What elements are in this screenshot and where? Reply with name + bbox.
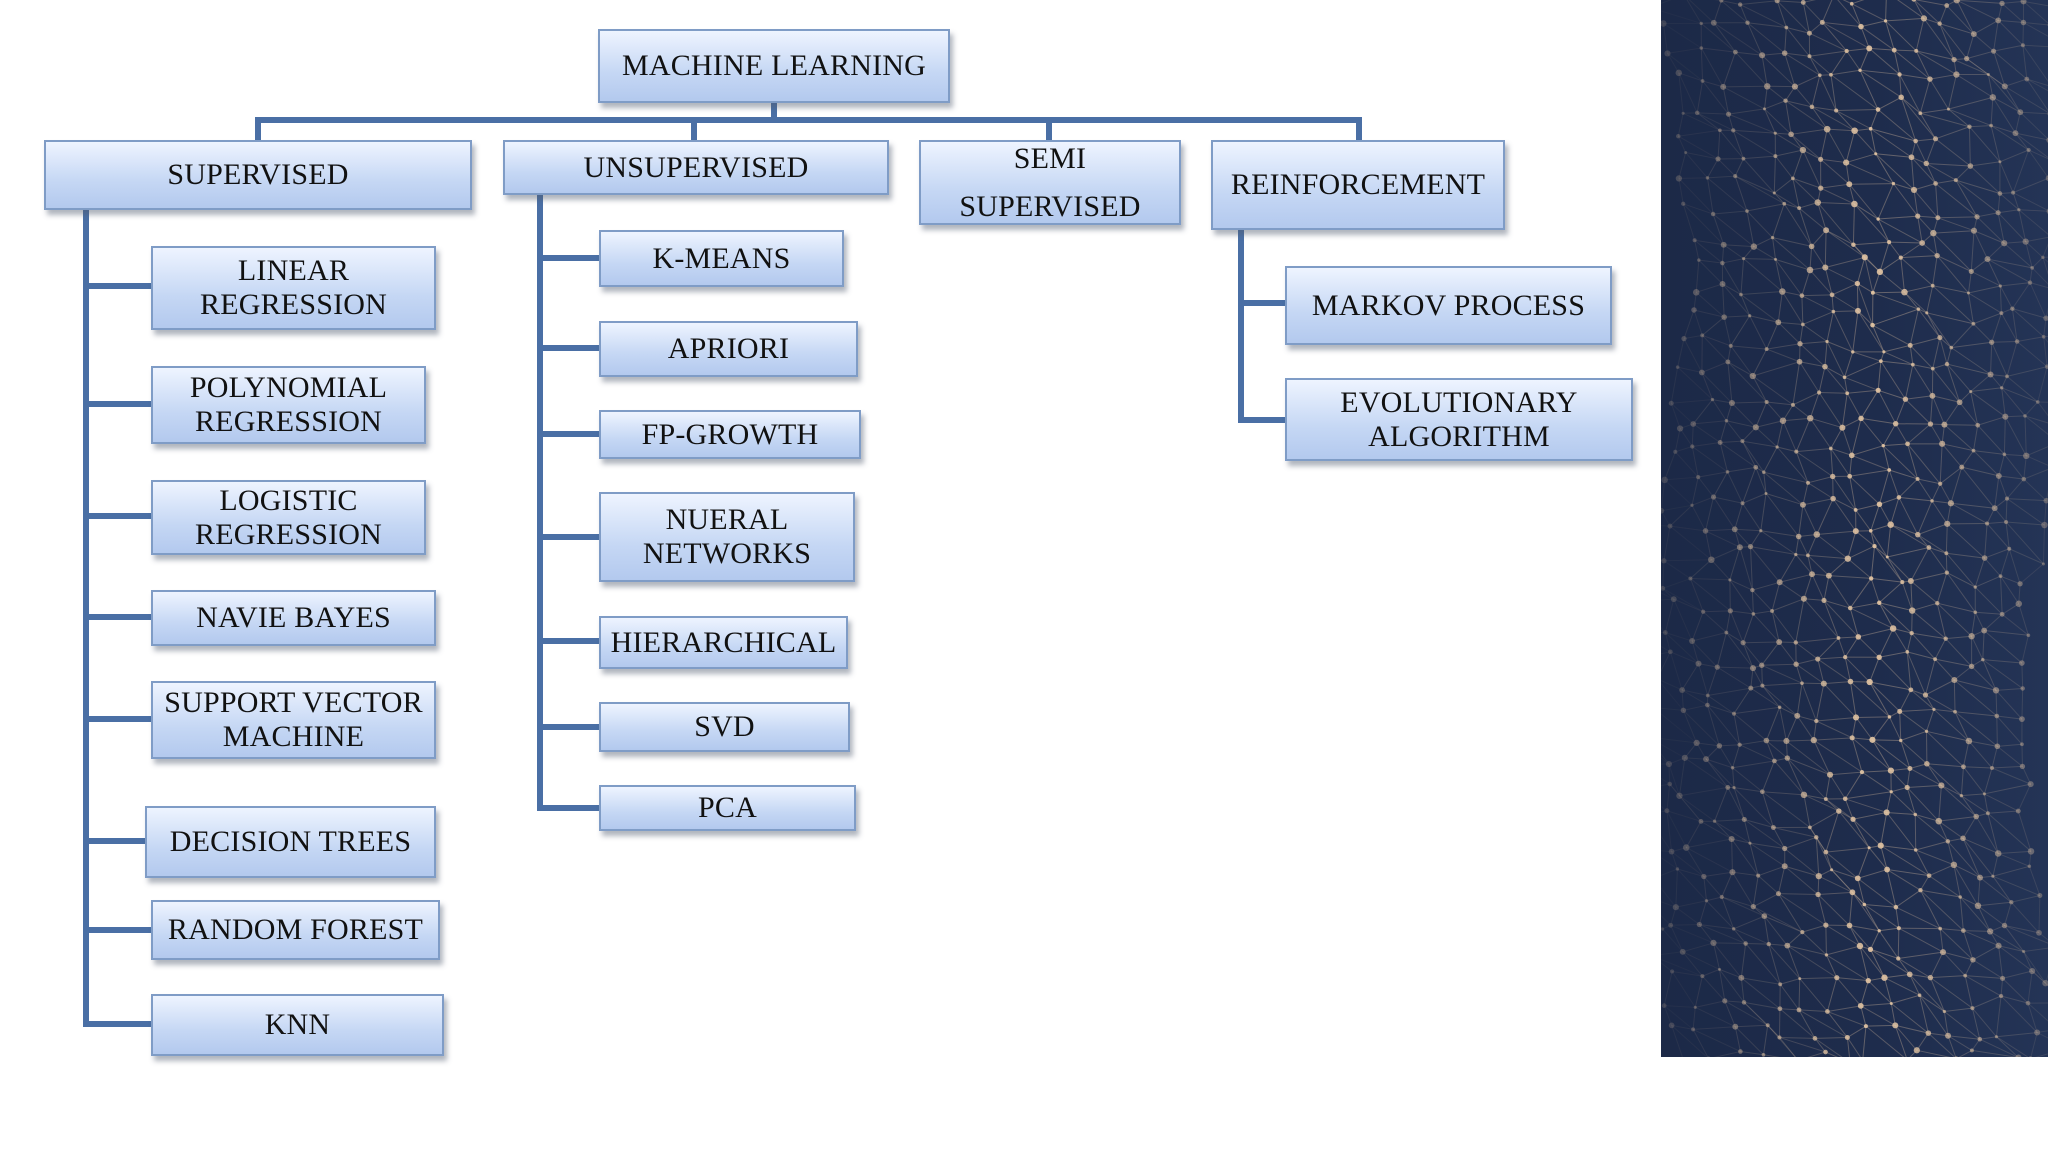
algorithm-node: DECISION TREES — [145, 806, 436, 878]
network-mesh-nodes — [1661, 0, 2048, 1057]
algorithm-label: SVD — [694, 710, 755, 744]
network-mesh-image — [1661, 0, 2048, 1057]
algorithm-node: LINEAR REGRESSION — [151, 246, 436, 330]
root-node: MACHINE LEARNING — [598, 29, 950, 103]
algorithm-label: KNN — [264, 1008, 331, 1042]
algorithm-label: EVOLUTIONARY ALGORITHM — [1340, 385, 1578, 453]
category-label: REINFORCEMENT — [1230, 168, 1486, 202]
algorithm-label: NAVIE BAYES — [196, 601, 391, 635]
algorithm-node: NUERAL NETWORKS — [599, 492, 855, 582]
algorithm-node: LOGISTIC REGRESSION — [151, 480, 426, 555]
algorithm-node: POLYNOMIAL REGRESSION — [151, 366, 426, 444]
category-reinforcement: REINFORCEMENT — [1211, 140, 1505, 230]
algorithm-label: DECISION TREES — [169, 825, 412, 859]
algorithm-label: NUERAL NETWORKS — [642, 503, 812, 570]
network-mesh-lines — [1661, 0, 2048, 1057]
algorithm-label: K-MEANS — [652, 241, 791, 275]
network-mesh-graphic — [1661, 0, 2048, 1057]
algorithm-label: LOGISTIC REGRESSION — [194, 483, 383, 551]
algorithm-label: SUPPORT VECTOR MACHINE — [164, 686, 423, 753]
connector-category-bus — [255, 117, 1362, 143]
algorithm-node: APRIORI — [599, 321, 858, 377]
algorithm-node: RANDOM FOREST — [151, 900, 440, 960]
category-unsupervised: UNSUPERVISED — [503, 140, 889, 195]
algorithm-node: HIERARCHICAL — [599, 616, 848, 669]
algorithm-label: HIERARCHICAL — [610, 625, 837, 659]
algorithm-node: SVD — [599, 702, 850, 752]
algorithm-label: APRIORI — [667, 332, 790, 366]
algorithm-label: RANDOM FOREST — [167, 913, 424, 947]
algorithm-label: PCA — [698, 791, 757, 825]
algorithm-node: PCA — [599, 785, 856, 831]
algorithm-node: KNN — [151, 994, 444, 1056]
algorithm-node: MARKOV PROCESS — [1285, 266, 1612, 345]
category-label: SUPERVISED — [167, 158, 349, 192]
algorithm-node: FP-GROWTH — [599, 410, 861, 459]
algorithm-label: POLYNOMIAL REGRESSION — [189, 371, 388, 438]
category-label: SEMI SUPERVISED — [959, 141, 1141, 223]
algorithm-label: LINEAR REGRESSION — [199, 254, 388, 321]
category-semi-supervised: SEMI SUPERVISED — [919, 140, 1181, 225]
category-supervised: SUPERVISED — [44, 140, 472, 210]
algorithm-label: FP-GROWTH — [641, 417, 819, 451]
algorithm-label: MARKOV PROCESS — [1311, 288, 1586, 322]
algorithm-node: K-MEANS — [599, 230, 844, 287]
algorithm-node: SUPPORT VECTOR MACHINE — [151, 681, 436, 759]
category-label: UNSUPERVISED — [583, 150, 809, 184]
root-label: MACHINE LEARNING — [621, 49, 926, 83]
algorithm-node: NAVIE BAYES — [151, 590, 436, 646]
algorithm-node: EVOLUTIONARY ALGORITHM — [1285, 378, 1633, 461]
